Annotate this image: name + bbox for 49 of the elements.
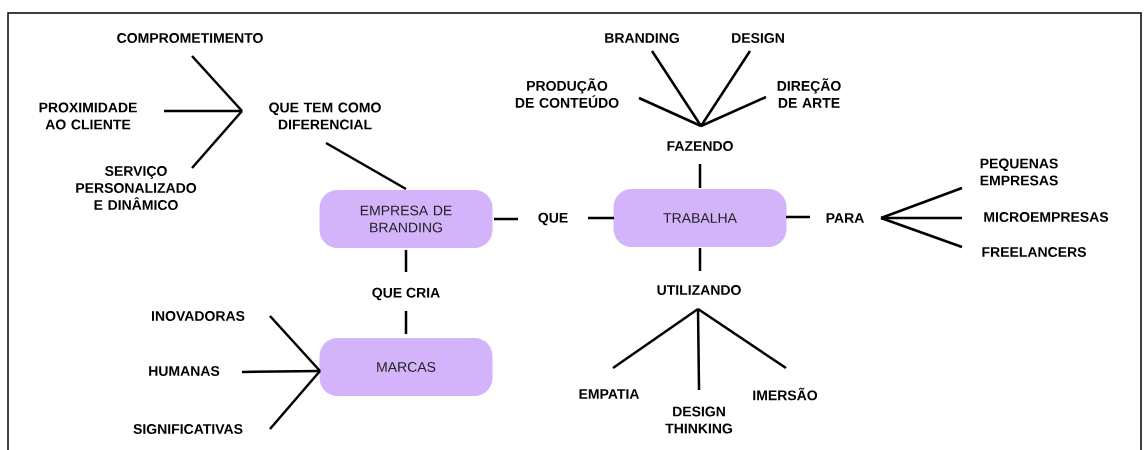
text-label: INOVADORAS <box>152 311 245 321</box>
connector-line <box>650 50 703 127</box>
connector-line <box>325 141 407 191</box>
connector-line <box>404 250 408 272</box>
connector-line <box>191 55 243 112</box>
text-label: HUMANAS <box>149 366 220 376</box>
concept-box: MARCAS <box>319 338 493 396</box>
text-label: SIGNIFICATIVAS <box>133 424 243 434</box>
text-label: PROXIMIDADE AO CLIENTE <box>39 102 137 130</box>
connector-line <box>588 216 614 220</box>
connector-line <box>881 216 962 220</box>
connector-line <box>191 110 243 169</box>
text-label: DESIGN THINKING <box>665 406 732 434</box>
text-label: UTILIZANDO <box>657 285 741 295</box>
concept-box: EMPRESA DE BRANDING <box>319 190 493 248</box>
text-label: QUE CRIA <box>372 287 440 301</box>
connector-line <box>269 370 321 430</box>
text-label: PRODUÇÃO DE CONTEÚDO <box>515 78 619 108</box>
connector-line <box>404 311 408 334</box>
text-label: DIREÇÃO DE ARTE <box>777 78 841 108</box>
connector-line <box>612 308 699 370</box>
connector-line <box>638 96 702 128</box>
text-label: COMPROMETIMENTO <box>117 33 263 43</box>
connector-line <box>699 50 752 127</box>
connector-line <box>697 307 787 370</box>
text-label: FREELANCERS <box>982 247 1086 257</box>
connector-line <box>696 309 701 391</box>
connector-line <box>880 186 963 220</box>
text-label: QUE <box>538 212 568 226</box>
text-label: SERVIÇO PERSONALIZADO E DINÂMICO <box>76 166 197 210</box>
text-label: PARA <box>826 213 864 223</box>
connector-line <box>700 95 767 128</box>
text-label: BRANDING <box>605 33 679 43</box>
connector-line <box>164 109 242 113</box>
connector-line <box>242 369 321 374</box>
text-label: EMPATIA <box>579 389 640 399</box>
connector-line <box>880 216 963 249</box>
text-label: IMERSÃO <box>753 387 818 401</box>
text-label: FAZENDO <box>667 141 733 151</box>
concept-box: TRABALHA <box>613 189 787 247</box>
connector-line <box>698 248 702 271</box>
connector-line <box>269 315 321 372</box>
text-label: MICROEMPRESAS <box>984 212 1109 222</box>
text-label: PEQUENAS EMPRESAS <box>980 158 1058 186</box>
text-label: QUE TEM COMO DIFERENCIAL <box>269 102 381 130</box>
connector-line <box>494 217 518 221</box>
connector-line <box>698 164 702 188</box>
connector-line <box>786 215 810 219</box>
text-label: DESIGN <box>732 33 784 43</box>
